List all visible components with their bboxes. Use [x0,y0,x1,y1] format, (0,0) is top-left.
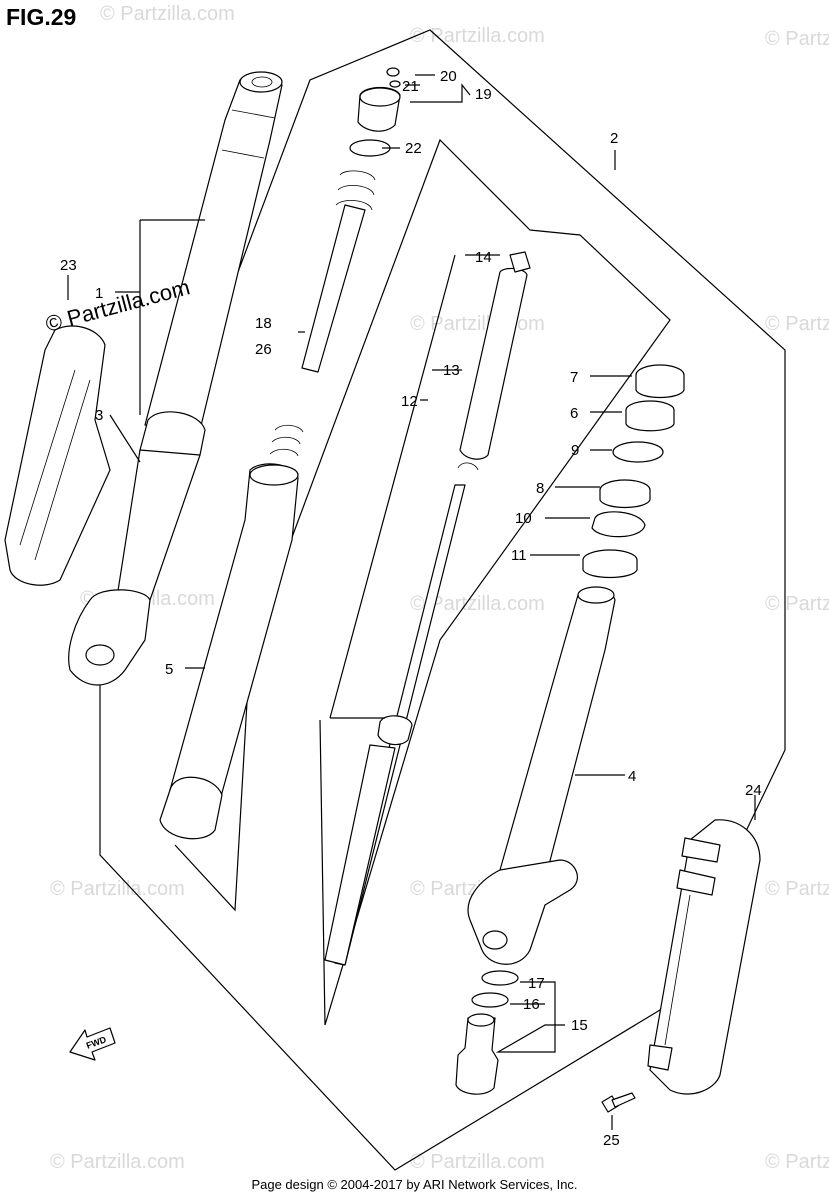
assembly-outline-inner [174,138,671,1026]
callout-7[interactable]: 7 [570,369,578,386]
callout-11[interactable]: 11 [511,547,527,564]
watermark: © Partzilla.com [765,28,829,50]
base-valve-part [455,970,519,1095]
figure-title: FIG.29 [6,4,77,30]
watermark: © Partzilla.com [50,1151,185,1173]
callout-14[interactable]: 14 [475,249,492,266]
callout-13[interactable]: 13 [443,362,460,379]
cylinder-part [457,251,531,471]
callout-23[interactable]: 23 [60,257,77,274]
callout-3[interactable]: 3 [95,407,103,424]
callout-5[interactable]: 5 [165,661,173,678]
footer-copyright: Page design © 2004-2017 by ARI Network S… [251,1177,578,1192]
callout-18[interactable]: 18 [255,315,272,332]
callout-1[interactable]: 1 [95,285,103,302]
cap-bolt-part [349,67,401,157]
guard-bolt-part [601,1092,636,1113]
callout-25[interactable]: 25 [603,1132,620,1149]
watermark: © Partzilla.com [410,593,545,615]
seal-rings [582,364,685,579]
callout-17[interactable]: 17 [528,975,545,992]
watermark: © Partzilla.com [765,313,829,335]
watermark: © Partzilla.com [410,313,545,335]
callouts: 1 2 3 4 5 6 7 8 9 10 11 12 13 14 15 16 1… [60,68,762,1149]
callout-15[interactable]: 15 [571,1017,588,1034]
callout-19[interactable]: 19 [475,86,492,103]
leader-lines [67,74,756,1130]
callout-20[interactable]: 20 [440,68,457,85]
watermark: © Partzilla.com [765,593,829,615]
callout-26[interactable]: 26 [255,341,272,358]
callout-6[interactable]: 6 [570,405,578,422]
callout-4[interactable]: 4 [628,768,636,785]
callout-2[interactable]: 2 [610,130,618,147]
callout-12[interactable]: 12 [401,393,418,410]
watermark: © Partzilla.com [765,1151,829,1173]
callout-8[interactable]: 8 [536,480,544,497]
fork-guard-right [647,819,761,1095]
callout-16[interactable]: 16 [523,996,540,1013]
watermark: © Partzilla.com [50,878,185,900]
watermark: © Partzilla.com [410,1151,545,1173]
bottom-tube-part [467,586,616,965]
callout-21[interactable]: 21 [402,78,419,95]
watermark: © Partzilla.com [410,25,545,47]
callout-22[interactable]: 22 [405,140,422,157]
damper-rod-part [269,170,376,457]
forward-direction-arrow: FWD [69,1027,116,1061]
callout-10[interactable]: 10 [515,510,532,527]
inner-tube-part [159,463,299,840]
callout-24[interactable]: 24 [745,782,762,799]
watermark: © Partzilla.com [765,878,829,900]
callout-9[interactable]: 9 [571,442,579,459]
outer-tube-part [68,71,283,686]
fork-guard-left [4,325,111,586]
watermark: © Partzilla.com [100,3,235,25]
rod-part [324,484,466,966]
